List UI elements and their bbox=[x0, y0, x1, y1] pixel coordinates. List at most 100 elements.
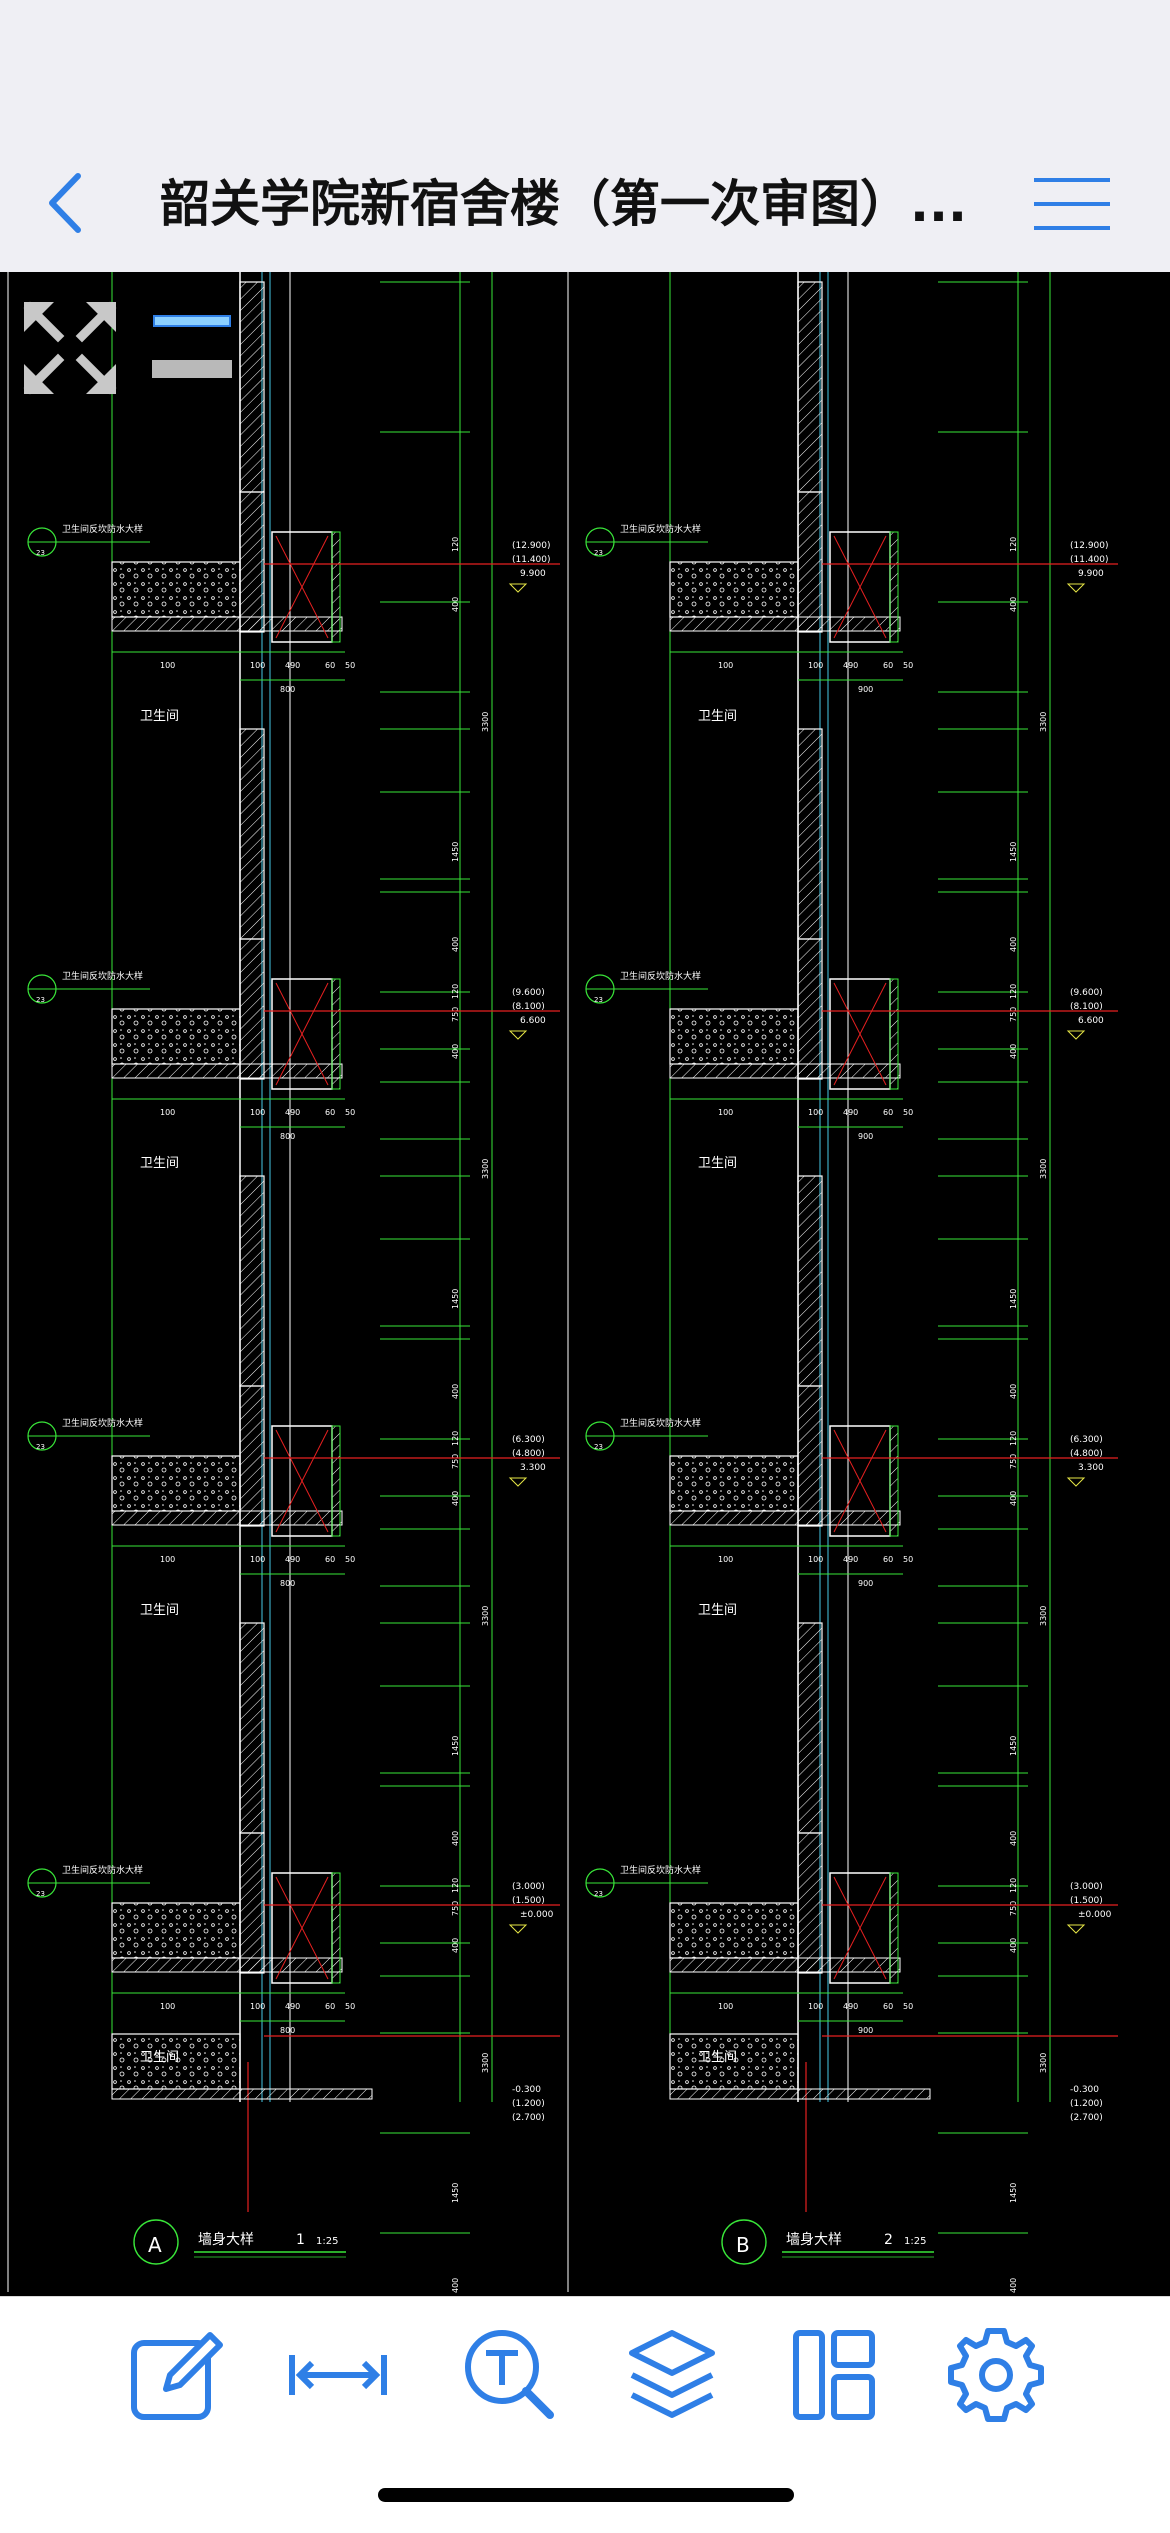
dim-50-label: 50 bbox=[345, 2002, 355, 2011]
level-triangle bbox=[1066, 1477, 1086, 1487]
fit-to-screen-button[interactable] bbox=[20, 298, 120, 398]
dim-50-label: 50 bbox=[903, 1108, 913, 1117]
dim-100-label: 100 bbox=[250, 1108, 265, 1117]
menu-button[interactable] bbox=[1032, 176, 1112, 232]
text-search-tool[interactable] bbox=[460, 2325, 560, 2425]
detail-marker-num: 23 bbox=[36, 1890, 45, 1898]
dim-120-label: 120 bbox=[451, 1431, 460, 1446]
measure-tool[interactable] bbox=[288, 2325, 388, 2425]
room-label: 卫生间 bbox=[140, 1603, 179, 1618]
dim-100-label: 100 bbox=[718, 1108, 733, 1117]
detail-note-label: 卫生间反坎防水大样 bbox=[62, 970, 143, 982]
measure-arrows-icon bbox=[289, 2355, 387, 2395]
wall-section bbox=[239, 281, 265, 493]
level-label: 3.300 bbox=[520, 1463, 546, 1473]
dim-width-label: 900 bbox=[858, 685, 873, 694]
home-indicator bbox=[378, 2488, 794, 2502]
level-label: (8.100) bbox=[1070, 1002, 1103, 1012]
dim-100-label: 100 bbox=[808, 1108, 823, 1117]
dim-400-label: 400 bbox=[1009, 937, 1018, 952]
dim-60-label: 60 bbox=[883, 661, 893, 670]
dim-50-label: 50 bbox=[903, 661, 913, 670]
slab-hatch bbox=[111, 616, 343, 632]
caption-number: 2 bbox=[884, 2232, 893, 2248]
level-label: (8.100) bbox=[512, 1002, 545, 1012]
dim-100-label: 100 bbox=[808, 2002, 823, 2011]
dim-100-label: 100 bbox=[250, 2002, 265, 2011]
dim-50-label: 50 bbox=[345, 1555, 355, 1564]
document-title: 韶关学院新宿舍楼（第一次审图）... bbox=[160, 175, 967, 233]
level-label: 9.900 bbox=[1078, 569, 1104, 579]
window-cross bbox=[275, 1876, 329, 1980]
layout-tool[interactable] bbox=[784, 2325, 884, 2425]
slab-hatch bbox=[669, 1957, 901, 1973]
dim-120-label: 120 bbox=[1009, 1431, 1018, 1446]
bottom-level-label: (1.200) bbox=[512, 2099, 545, 2109]
dim-490-label: 490 bbox=[843, 1108, 858, 1117]
dim-50-label: 50 bbox=[903, 1555, 913, 1564]
detail-marker-num: 23 bbox=[594, 1443, 603, 1451]
dim-120-label: 120 bbox=[451, 537, 460, 552]
detail-marker-num: 23 bbox=[36, 1443, 45, 1451]
floor-slab bbox=[669, 561, 799, 618]
level-label: ±0.000 bbox=[1078, 1910, 1112, 1920]
back-button[interactable] bbox=[40, 168, 100, 238]
room-label: 卫生间 bbox=[140, 709, 179, 724]
dim-100-label: 100 bbox=[718, 2002, 733, 2011]
text-search-icon bbox=[465, 2330, 554, 2419]
dim-50-label: 50 bbox=[345, 661, 355, 670]
level-triangle bbox=[1066, 1924, 1086, 1934]
dim-400-label: 400 bbox=[451, 597, 460, 612]
bottom-level-label: (2.700) bbox=[1070, 2113, 1103, 2123]
floor-slab bbox=[669, 1008, 799, 1065]
gear-icon bbox=[948, 2328, 1044, 2422]
dim-50-label: 50 bbox=[345, 1108, 355, 1117]
dim-400-label: 400 bbox=[1009, 1044, 1018, 1059]
slab-hatch bbox=[669, 616, 901, 632]
room-label: 卫生间 bbox=[698, 709, 737, 724]
insulation-strip bbox=[889, 1425, 899, 1537]
dim-750-label: 750 bbox=[1009, 1007, 1018, 1022]
dim-60-label: 60 bbox=[883, 2002, 893, 2011]
dim-100-label: 100 bbox=[718, 661, 733, 670]
insulation-strip bbox=[889, 978, 899, 1090]
layout-panels-icon bbox=[793, 2330, 875, 2420]
level-label: ±0.000 bbox=[520, 1910, 554, 1920]
floor-height-label: 3300 bbox=[1039, 2053, 1048, 2073]
zoom-slider[interactable] bbox=[150, 312, 234, 382]
dim-width-label: 800 bbox=[280, 1132, 295, 1141]
dim-750-label: 750 bbox=[451, 1901, 460, 1916]
dim-120-label: 120 bbox=[1009, 1878, 1018, 1893]
drawing-canvas[interactable]: 100 100 490 60 50 800 1450 400 750 400 120 3300 卫生间 2… bbox=[0, 272, 1170, 2296]
level-label: (4.800) bbox=[512, 1449, 545, 1459]
caption-scale: 1:25 bbox=[316, 2236, 338, 2247]
dim-120-label: 120 bbox=[451, 984, 460, 999]
floor-slab bbox=[111, 1008, 241, 1065]
dim-400-label: 400 bbox=[1009, 2278, 1018, 2293]
axis-bubble bbox=[133, 2219, 179, 2265]
dim-490-label: 490 bbox=[843, 2002, 858, 2011]
hamburger-menu-icon bbox=[1034, 178, 1110, 230]
layers-tool[interactable] bbox=[622, 2325, 722, 2425]
dim-width-label: 800 bbox=[280, 685, 295, 694]
wall-section bbox=[239, 728, 265, 940]
dim-60-label: 60 bbox=[325, 1108, 335, 1117]
dim-100-label: 100 bbox=[808, 661, 823, 670]
dim-1450-label: 1450 bbox=[1009, 2183, 1018, 2203]
settings-tool[interactable] bbox=[946, 2325, 1046, 2425]
detail-note-label: 卫生间反坎防水大样 bbox=[62, 1417, 143, 1429]
dim-1450-label: 1450 bbox=[1009, 1736, 1018, 1756]
level-label: (3.000) bbox=[1070, 1882, 1103, 1892]
edit-pencil-icon bbox=[131, 2332, 223, 2420]
dim-400-label: 400 bbox=[451, 937, 460, 952]
detail-note-label: 卫生间反坎防水大样 bbox=[620, 970, 701, 982]
floor-height-label: 3300 bbox=[481, 2053, 490, 2073]
annotate-tool[interactable] bbox=[126, 2325, 226, 2425]
slab-hatch bbox=[111, 1510, 343, 1526]
insulation-strip bbox=[331, 978, 341, 1090]
level-label: (11.400) bbox=[1070, 555, 1109, 565]
level-label: (9.600) bbox=[1070, 988, 1103, 998]
beam-section bbox=[239, 1385, 265, 1527]
